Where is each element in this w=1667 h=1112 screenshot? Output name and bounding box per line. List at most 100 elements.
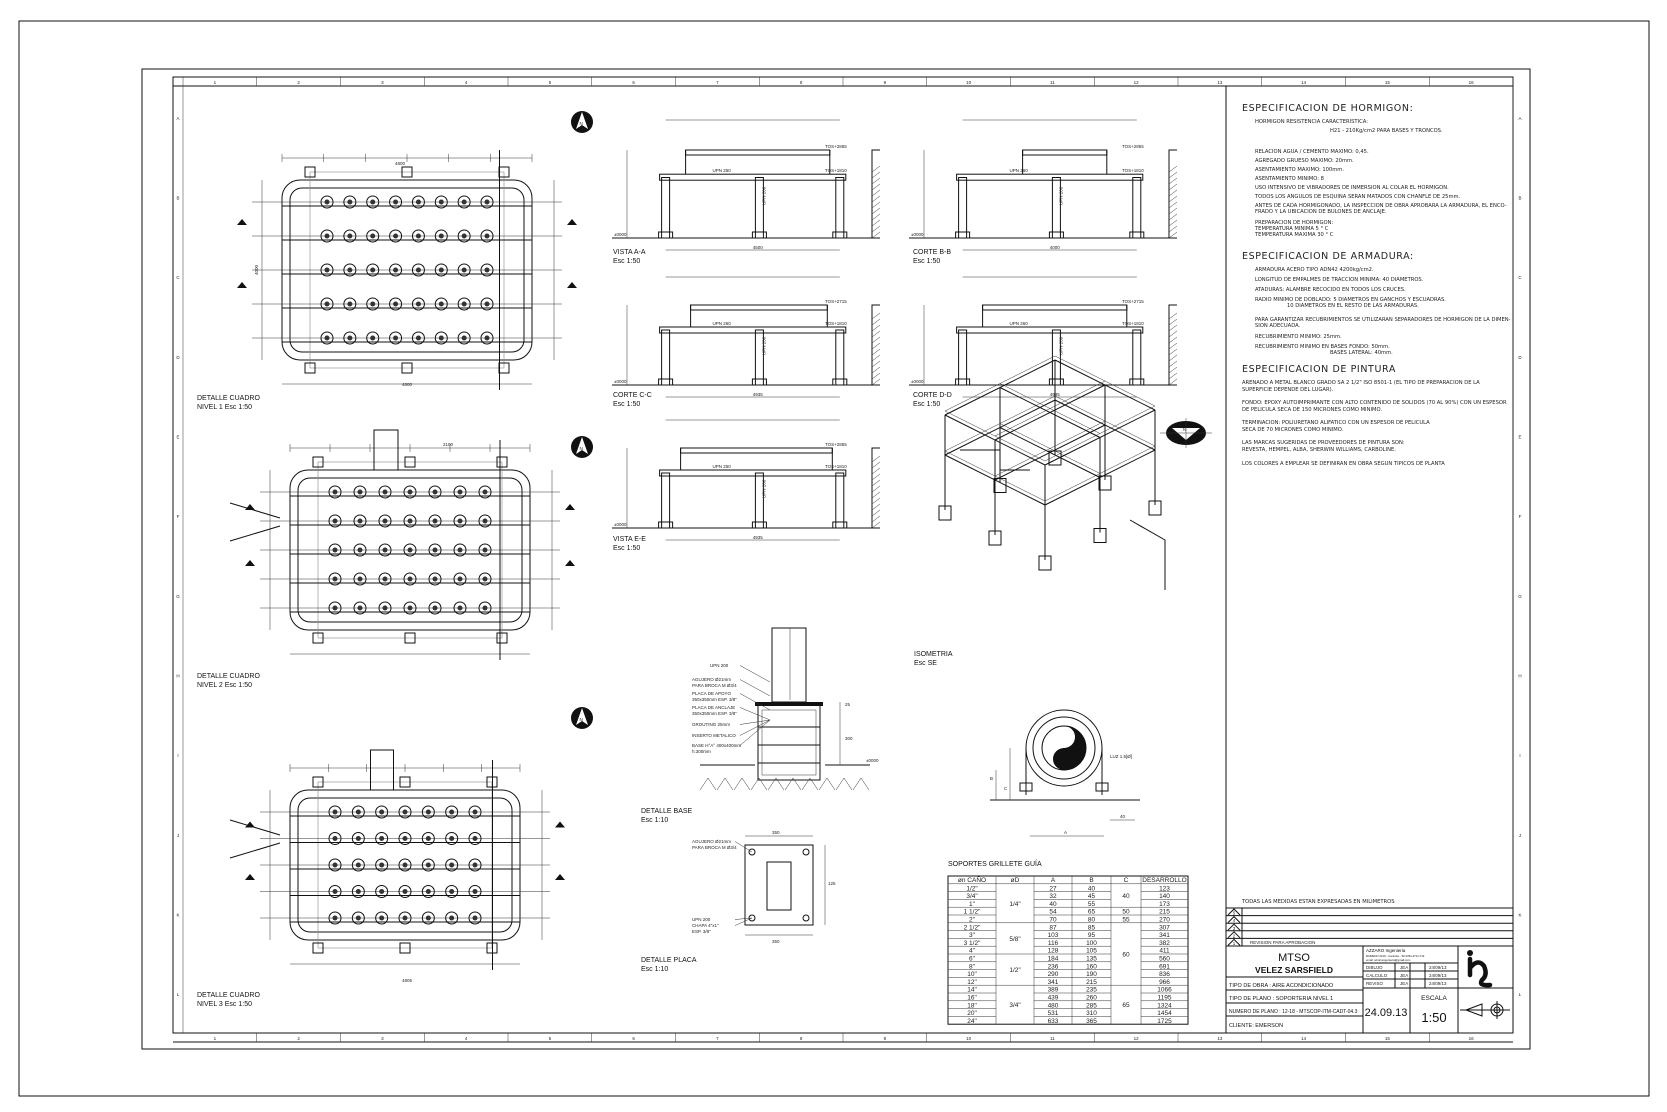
table-cell: 382	[1159, 940, 1170, 947]
tos-top-label: TOS+2715	[825, 299, 847, 304]
row-ref-right: K	[1518, 913, 1521, 918]
hatch	[871, 503, 881, 511]
revision-triangle-icon	[1227, 915, 1241, 923]
pipe-section	[378, 514, 392, 528]
tos-top-label: TOS+2855	[1122, 144, 1144, 149]
base-callout: 350x350mm ESP. 3/8"	[692, 697, 737, 702]
pipe-core	[461, 335, 467, 341]
table-cell: 103	[1048, 932, 1059, 939]
pipe-section	[480, 331, 494, 345]
spec-line: TEMPERATURA MAXIMA 30 ° C	[1254, 232, 1334, 238]
pipe-section	[398, 832, 412, 845]
soil-hatch	[750, 777, 768, 791]
column-ref-top: 9	[884, 80, 887, 85]
pipe-riser	[370, 749, 394, 790]
pipe-section	[457, 331, 471, 345]
pipe-core	[432, 518, 438, 524]
column-ref-bottom: 10	[966, 1036, 972, 1041]
callout-leader	[739, 707, 771, 721]
pipe-core	[332, 518, 338, 524]
north-arrow-icon: N	[571, 436, 593, 458]
spec-line: TERMINACION: POLIURETANO ALIFATICO CON U…	[1241, 420, 1430, 426]
spec-line: AGREGADO GRUESO MAXIMO: 20mm.	[1255, 158, 1354, 164]
row-ref-right: H	[1518, 674, 1521, 679]
pipe-section	[480, 297, 494, 311]
pipe-core	[324, 301, 330, 307]
soil-hatch	[818, 777, 836, 791]
placa-scale: Esc 1:10	[641, 966, 668, 973]
callout-leader	[734, 841, 753, 853]
pipe-section	[428, 572, 442, 586]
pipe-section	[411, 229, 425, 243]
pipe-section	[351, 911, 365, 925]
hatch	[1168, 336, 1178, 344]
pipe-section	[328, 601, 342, 615]
hatch	[1168, 360, 1178, 368]
column-base	[1048, 378, 1064, 386]
signoff-role: CALCULO	[1366, 973, 1388, 978]
plan-level-3	[229, 749, 565, 970]
wall	[1168, 149, 1177, 238]
placa-dim-bottom: 350	[772, 939, 780, 944]
signoff-who: JEA	[1400, 965, 1408, 970]
tos-top-label: TOS+2855	[825, 144, 847, 149]
table-cell: 105	[1086, 948, 1097, 955]
hatch	[871, 497, 881, 505]
pipe-section	[320, 229, 334, 243]
pipe-section	[480, 263, 494, 277]
spec-line: USO INTENSIVO DE VIBRADORES DE INMERSION…	[1255, 185, 1449, 191]
spec-line: ARENADO A METAL BLANCO GRADO SA 2 1/2" I…	[1242, 380, 1480, 386]
hatch	[871, 354, 881, 362]
row-ref-left: D	[176, 355, 180, 360]
section-marker	[237, 282, 247, 288]
pipe-section	[366, 331, 380, 345]
pipe-core	[370, 233, 376, 239]
view-title: CORTE C-C	[613, 392, 652, 399]
base-callout: BASE H°A° 400x400mm	[692, 743, 741, 748]
upn-section	[766, 861, 792, 911]
signoff-date: 24/09/13	[1429, 965, 1447, 970]
row-ref-right: I	[1519, 753, 1520, 758]
column-ref-bottom: 3	[381, 1036, 384, 1041]
pipe-section	[351, 832, 365, 845]
pipe-core	[425, 862, 431, 868]
column-ref-bottom: 16	[1469, 1036, 1475, 1041]
outer-frame	[18, 20, 1650, 1097]
pipe-core	[324, 335, 330, 341]
pipe-section	[421, 885, 435, 898]
pipe-section	[457, 195, 471, 209]
hatch	[1168, 378, 1178, 386]
hatch	[1168, 189, 1178, 197]
hatch	[871, 342, 881, 350]
tos-top-label: TOS+2715	[1122, 299, 1144, 304]
plan3-dim-total: 4805	[402, 978, 413, 983]
row-ref-right: A	[1518, 116, 1521, 121]
pipe-core	[407, 605, 413, 611]
pipe-core	[355, 836, 361, 841]
table-cell: 4"	[969, 948, 976, 955]
column-ref-bottom: 13	[1217, 1036, 1223, 1041]
spec-line: TODOS LOS ANGULOS DE ESQUINA SERAN MATAD…	[1254, 194, 1461, 200]
spec-line: BASES LATERAL: 40mm.	[1330, 350, 1393, 356]
revision-1-text: REVISION PARA APROBACION	[1250, 940, 1315, 945]
pipe-section	[375, 885, 389, 898]
pipe-core	[482, 547, 488, 553]
plan2-title: DETALLE CUADRO	[197, 673, 260, 680]
column-ref-top: 14	[1301, 80, 1307, 85]
base-callout: 350x350mm ESP. 3/8"	[692, 711, 737, 716]
pipe-core	[382, 576, 388, 582]
column-ref-bottom: 5	[549, 1036, 552, 1041]
pipe-section	[478, 601, 492, 615]
hatch	[871, 360, 881, 368]
pipe-core	[415, 199, 421, 205]
section-marker	[565, 504, 575, 510]
pipe-section	[445, 832, 459, 845]
iso-footing	[1093, 528, 1107, 543]
plan-level-3-label: DETALLE CUADRO NIVEL 3 Esc 1:50 4805	[197, 978, 413, 1008]
pipe-section	[434, 331, 448, 345]
pipe-section	[320, 263, 334, 277]
pipe-core	[461, 267, 467, 273]
